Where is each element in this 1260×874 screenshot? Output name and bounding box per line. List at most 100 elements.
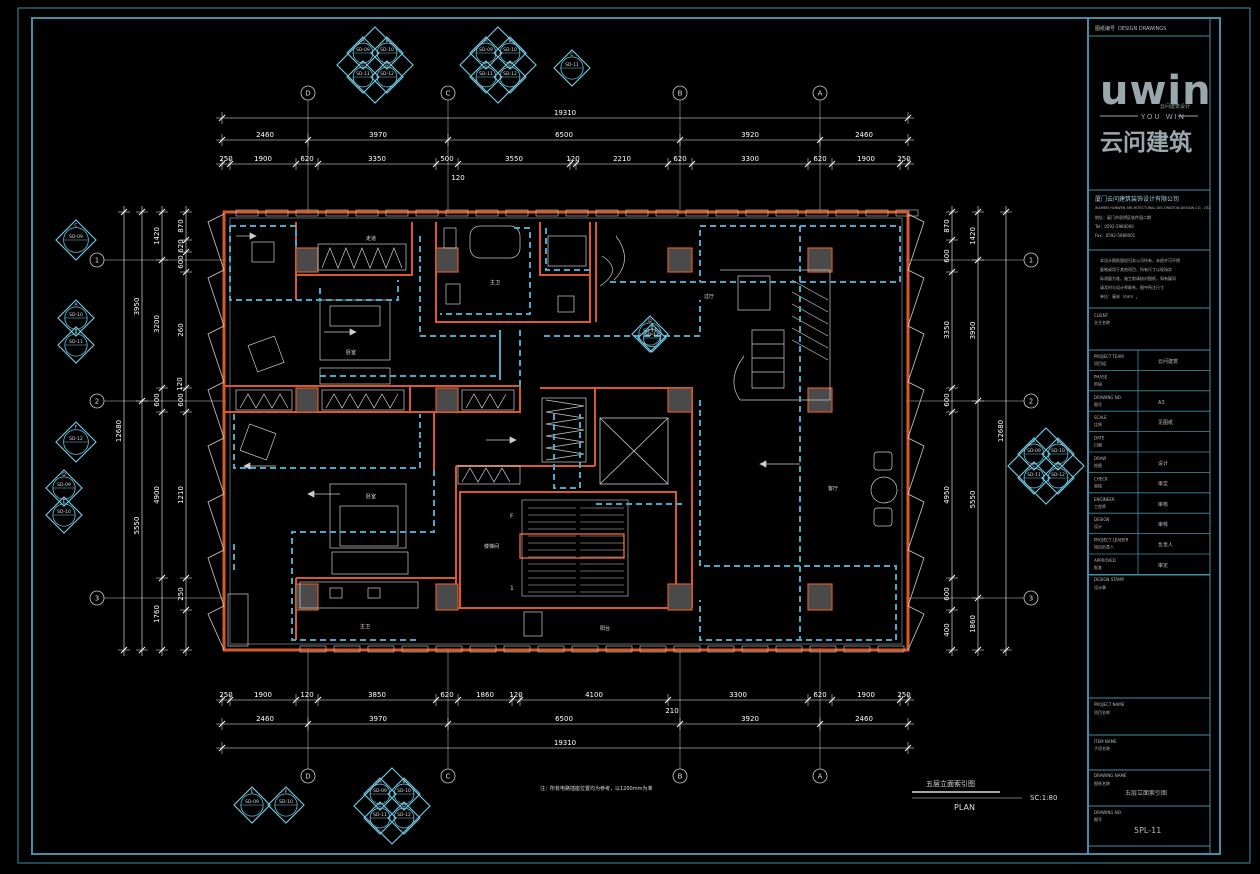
dimension-tick	[904, 720, 912, 728]
tb-row-cn: 审核	[1094, 482, 1102, 488]
grid-bubble-label: A	[818, 90, 823, 98]
dimension-value: 620	[673, 155, 686, 163]
dimension-value: 12680	[997, 420, 1005, 442]
dimension-value: 250	[897, 691, 910, 699]
dimension-tick	[948, 208, 956, 216]
plan-caption-title: 五层立面索引图	[926, 779, 975, 788]
elevation-symbol: BSD-12	[637, 323, 667, 353]
grid-bubble	[89, 393, 105, 409]
dimension-value: 1900	[857, 691, 875, 699]
window-bottom	[401, 645, 429, 653]
tb-row-en: DRAWING NO.	[1094, 395, 1122, 400]
grid-bubble	[1023, 252, 1039, 268]
dimension-value: 3920	[741, 131, 759, 139]
tb-row-cn: 比例	[1094, 421, 1102, 427]
dimension-value: 3300	[729, 691, 747, 699]
drawing-no-cn: 图号	[1094, 816, 1102, 822]
grid-bubble-label: C	[446, 773, 451, 781]
dimension-tick	[664, 696, 672, 704]
elevation-symbol: DSD-12	[493, 60, 527, 94]
wardrobes	[235, 243, 587, 485]
dimension-value: 120	[300, 691, 313, 699]
window-bottom	[843, 645, 871, 653]
symbol-code: SD-10	[279, 799, 293, 805]
dimension-tick	[974, 646, 982, 654]
elevation-symbol: BSD-10	[370, 36, 404, 70]
dimension-tick	[1002, 646, 1010, 654]
dimension-tick	[804, 696, 812, 704]
dimension-tick	[828, 160, 836, 168]
elevation-symbol: FSD-12	[55, 421, 97, 463]
symbol-outer-diamond	[353, 767, 431, 845]
elevation-symbol: ESD-10	[45, 496, 83, 534]
elevator	[599, 417, 669, 485]
tb-row-value: 审定	[1158, 562, 1168, 569]
dimension-tick	[292, 696, 300, 704]
tb-row-en: SCALE	[1094, 415, 1107, 420]
grid-bubble-label: B	[678, 90, 683, 98]
dimension-tick	[218, 114, 226, 122]
dimension-value: 1420	[153, 227, 161, 245]
dimension-tick	[974, 594, 982, 602]
tb-row-value: 见图纸	[1158, 419, 1173, 426]
window-bottom	[435, 645, 463, 653]
window-top	[685, 209, 709, 217]
dimension-tick	[304, 720, 312, 728]
client-cn: 业主名称	[1094, 319, 1110, 325]
symbol-code: SD-12	[645, 332, 659, 338]
window-bottom	[469, 645, 497, 653]
note-line: 请及时与设计师联系，图中所注尺寸	[1100, 284, 1164, 290]
tb-row-en: DATE	[1094, 436, 1105, 441]
dimension-tick	[516, 696, 524, 704]
dimension-value: 5550	[133, 517, 141, 535]
symbol-letter: A	[484, 38, 488, 44]
grid-bubble-label: D	[305, 90, 310, 98]
symbol-code: SD-12	[1051, 472, 1065, 478]
elevation-symbol: ASD-10	[57, 299, 95, 337]
dimension-value: 2460	[256, 715, 274, 723]
grid-bubble-label: 1	[1029, 257, 1033, 265]
window-top	[625, 209, 649, 217]
note-line: 复制或用于其他项目，所有尺寸以现场实	[1100, 266, 1172, 272]
elevation-symbol: ASD-09	[1017, 437, 1051, 471]
tb-row-en: CHECK	[1094, 476, 1108, 481]
dimension-tick	[896, 160, 904, 168]
dimension-tick	[304, 136, 312, 144]
logo-sub-cn: 云问建筑设计	[1160, 103, 1190, 110]
dimension-value: 620	[813, 155, 826, 163]
dimension-tick	[974, 256, 982, 264]
left-facade-fins	[207, 213, 225, 651]
symbol-code: SD-11	[373, 812, 387, 818]
exterior-wall	[222, 210, 910, 652]
grid-bubble-label: 1	[95, 257, 99, 265]
window-top	[325, 209, 349, 217]
dimension-tick	[948, 606, 956, 614]
elevation-symbol: CSD-11	[469, 60, 503, 94]
dimension-value: 870	[943, 219, 951, 232]
tb-row-en: APPROVED	[1094, 558, 1116, 563]
dimension-tick	[676, 136, 684, 144]
symbol-letter: C	[570, 52, 573, 58]
tb-row-value: 设计	[1158, 460, 1168, 467]
note-line: 单位：毫米（mm）。	[1100, 293, 1140, 299]
elevation-index-symbols: ASD-09BSD-10CSD-11DSD-12ASD-09BSD-10CSD-…	[45, 26, 1085, 845]
symbol-letter: D	[385, 62, 389, 68]
room-label: 阳台	[600, 625, 610, 632]
window-top	[565, 209, 589, 217]
dimension-value: 1860	[476, 691, 494, 699]
tb-row-value: 审核	[1158, 501, 1168, 508]
dimension-tick	[182, 408, 190, 416]
dimension-value: 600	[177, 393, 185, 406]
dimension-value: 4950	[943, 486, 951, 504]
furniture	[227, 225, 898, 647]
title-block: 图纸编号 DESIGN DRAWINGS uwin YOU WIN 云问建筑设计…	[1088, 25, 1211, 847]
tb-row-en: PROJECT TEAM	[1094, 354, 1124, 359]
tb-row-cn: 批准	[1094, 564, 1102, 570]
dimension-value: 12680	[115, 420, 123, 442]
symbol-letter: A	[361, 38, 365, 44]
symbol-code: SD-10	[69, 312, 83, 318]
dimension-value: 5550	[969, 491, 977, 509]
tb-row-value: A3	[1158, 400, 1165, 406]
